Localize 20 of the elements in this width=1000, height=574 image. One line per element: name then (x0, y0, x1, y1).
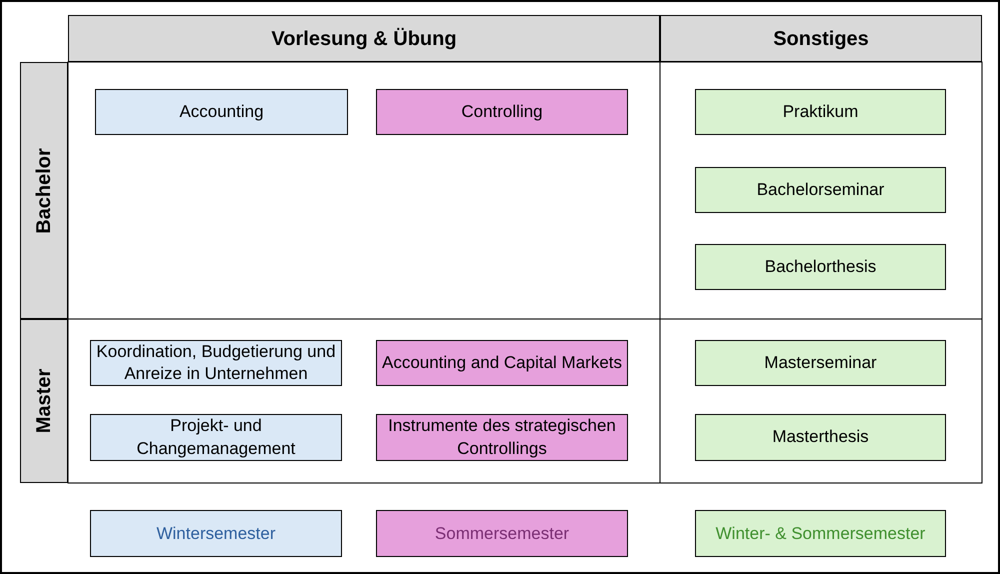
course-box: Praktikum (695, 89, 946, 135)
row-header (20, 319, 68, 483)
course-box: Controlling (376, 89, 628, 135)
row-header (20, 62, 68, 319)
legend-swatch: Wintersemester (90, 510, 342, 557)
course-box: Accounting (95, 89, 348, 135)
row-header-label: Master (32, 368, 56, 434)
legend-swatch: Sommersemester (376, 510, 628, 557)
course-box: Bachelorthesis (695, 244, 946, 290)
column-header: Sonstiges (660, 15, 982, 62)
course-box: Masterseminar (695, 340, 946, 386)
column-header: Vorlesung & Übung (68, 15, 660, 62)
legend-swatch: Winter- & Sommersemester (695, 510, 946, 557)
course-box: Instrumente des strategischen Controllings (376, 414, 628, 461)
course-box: Projekt- und Changemanagement (90, 414, 342, 461)
row-header-label: Bachelor (32, 148, 56, 234)
course-box: Accounting and Capital Markets (376, 340, 628, 386)
course-box: Bachelorseminar (695, 167, 946, 213)
course-box: Masterthesis (695, 414, 946, 461)
course-box: Koordination, Budgetierung und Anreize in Unternehmen (90, 340, 342, 386)
